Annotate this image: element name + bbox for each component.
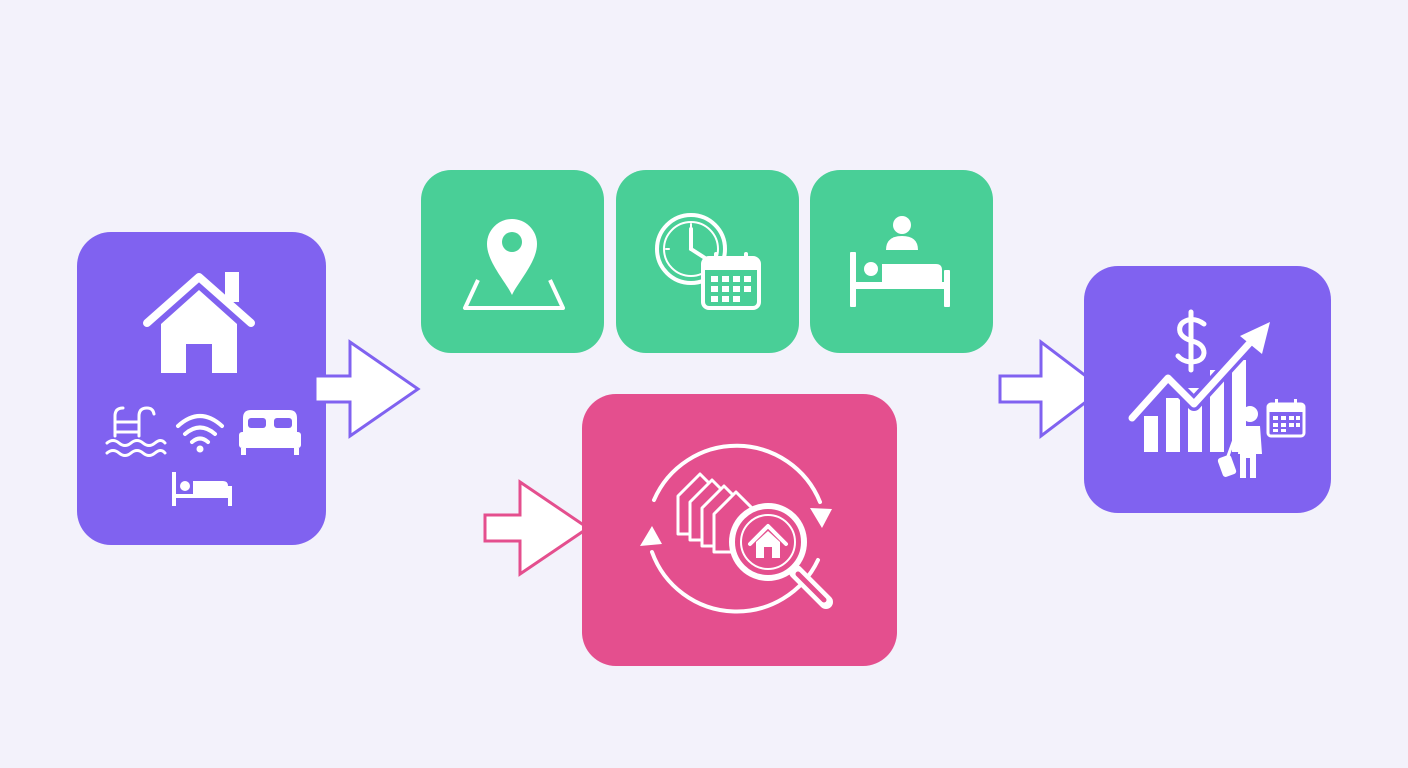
arrow-occupancy-to-pricing — [997, 338, 1107, 440]
growth-chart-icon — [1126, 322, 1270, 452]
map-pin-icon — [463, 219, 565, 310]
arrow-property-to-location — [312, 338, 424, 440]
wifi-icon — [176, 414, 224, 453]
calendar-icon — [1266, 399, 1306, 438]
dollar-icon — [1175, 309, 1207, 373]
clock-icon — [655, 213, 727, 285]
house-icon — [143, 272, 255, 373]
calendar-icon — [701, 252, 761, 310]
pool-icon — [105, 406, 167, 457]
availability-card — [616, 170, 799, 353]
location-card — [421, 170, 604, 353]
comparables-card — [582, 394, 897, 666]
property-card — [77, 232, 326, 545]
arrow-property-to-comparables — [482, 478, 594, 580]
single-bed-icon — [172, 472, 232, 506]
double-bed-icon — [239, 410, 301, 455]
traveler-icon — [1217, 406, 1262, 478]
pricing-card — [1084, 266, 1331, 513]
occupancy-card — [810, 170, 993, 353]
magnifier-icon — [729, 503, 833, 609]
guest-bed-icon — [850, 216, 950, 307]
